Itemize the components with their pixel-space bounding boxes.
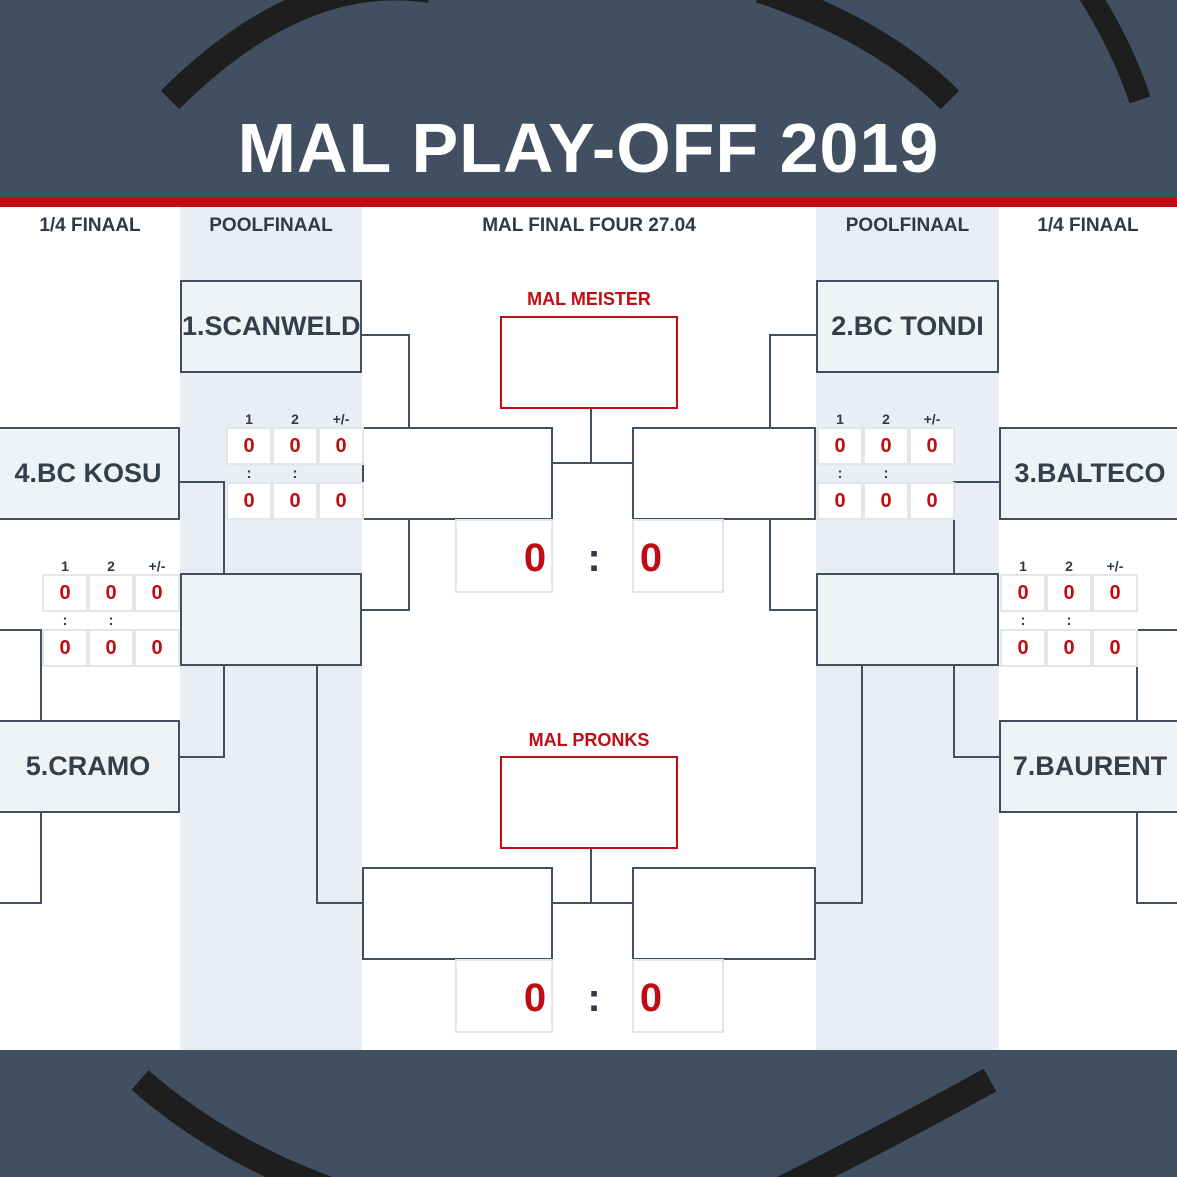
score-header-g2: 2 [107,558,115,574]
team-name: 7.BAURENT [1012,751,1168,781]
header-divider [0,197,1177,207]
col-head-right-pool: POOLFINAAL [845,215,970,236]
team-name: 5.CRAMO [25,751,151,781]
score-cell: 0 [318,482,364,520]
score-separator: : [62,612,68,629]
final-slot-right [632,427,816,520]
score-header-g2: 2 [882,411,890,427]
col-head-right-quarter: 1/4 FINAAL [1037,215,1139,236]
team-name: 1.SCANWELD [182,311,361,341]
score-cell: 0 [1092,629,1138,667]
gold-label: MAL MEISTER [527,289,651,309]
score-cell: 0 [863,427,909,465]
score-separator: : [883,465,889,482]
score-header-g1: 1 [836,411,844,427]
score-header-diff: +/- [332,411,350,427]
bronze-box [500,756,678,849]
right-pool-winner-slot [816,573,999,666]
score-separator: : [1066,612,1072,629]
final-score-separator: : [587,536,601,580]
score-header-diff: +/- [923,411,941,427]
basketball-decoration-bottom [131,1068,997,1177]
page-title: MAL PLAY-OFF 2019 [237,109,940,187]
bronze-score-box-right [632,959,724,1033]
header-banner: MAL PLAY-OFF 2019 [0,0,1177,197]
final-score-box-right [632,519,724,593]
score-separator: : [1020,612,1026,629]
col-head-left-pool: POOLFINAAL [209,215,333,236]
team-name: 3.BALTECO [1014,458,1166,488]
team-box-tondi: 2.BC TONDI [816,280,999,373]
bronze-score-separator: : [587,976,601,1020]
score-cell: 0 [318,427,364,465]
score-cell: 0 [1046,629,1092,667]
team-box-balteco: 3.BALTECO [999,427,1177,520]
score-cell: 0 [226,427,272,465]
final-score-box-left [455,519,553,593]
bronze-slot-left [362,867,553,960]
score-separator: : [246,465,252,482]
score-separator: : [292,465,298,482]
score-cell: 0 [909,427,955,465]
champion-box [500,316,678,409]
score-header-g1: 1 [61,558,69,574]
score-cell: 0 [1046,574,1092,612]
score-cell: 0 [817,427,863,465]
final-score-right: 0 [639,536,663,580]
score-cell: 0 [817,482,863,520]
bronze-score-box-left [455,959,553,1033]
score-cell: 0 [226,482,272,520]
bronze-score-left: 0 [523,976,547,1020]
team-name: 4.BC KOSU [14,458,162,488]
team-box-scanweld: 1.SCANWELD [180,280,362,373]
score-separator: : [837,465,843,482]
score-cell: 0 [88,574,134,612]
team-name: 2.BC TONDI [831,311,984,341]
score-cell: 0 [42,574,88,612]
bronze-score-right: 0 [639,976,663,1020]
team-box-kosu: 4.BC KOSU [0,427,180,520]
col-head-left-quarter: 1/4 FINAAL [39,215,141,236]
score-header-g1: 1 [1019,558,1027,574]
final-slot-left [362,427,553,520]
score-cell: 0 [909,482,955,520]
final-score-left: 0 [523,536,547,580]
left-pool-winner-slot [180,573,362,666]
team-box-cramo: 5.CRAMO [0,720,180,813]
score-cell: 0 [1000,629,1046,667]
team-box-baurent: 7.BAURENT [999,720,1177,813]
score-cell: 0 [1000,574,1046,612]
score-header-g2: 2 [291,411,299,427]
score-cell: 0 [272,427,318,465]
score-header-diff: +/- [1106,558,1124,574]
score-header-g1: 1 [245,411,253,427]
score-cell: 0 [134,574,180,612]
bronze-slot-right [632,867,816,960]
score-cell: 0 [863,482,909,520]
score-separator: : [108,612,114,629]
score-cell: 0 [42,629,88,667]
score-header-g2: 2 [1065,558,1073,574]
basketball-decoration-top [160,0,1151,110]
footer-banner [0,1050,1177,1177]
score-cell: 0 [88,629,134,667]
score-header-diff: +/- [148,558,166,574]
score-cell: 0 [134,629,180,667]
bronze-label: MAL PRONKS [528,730,650,750]
score-cell: 0 [1092,574,1138,612]
score-cell: 0 [272,482,318,520]
col-head-final-four: MAL FINAL FOUR 27.04 [482,215,696,236]
